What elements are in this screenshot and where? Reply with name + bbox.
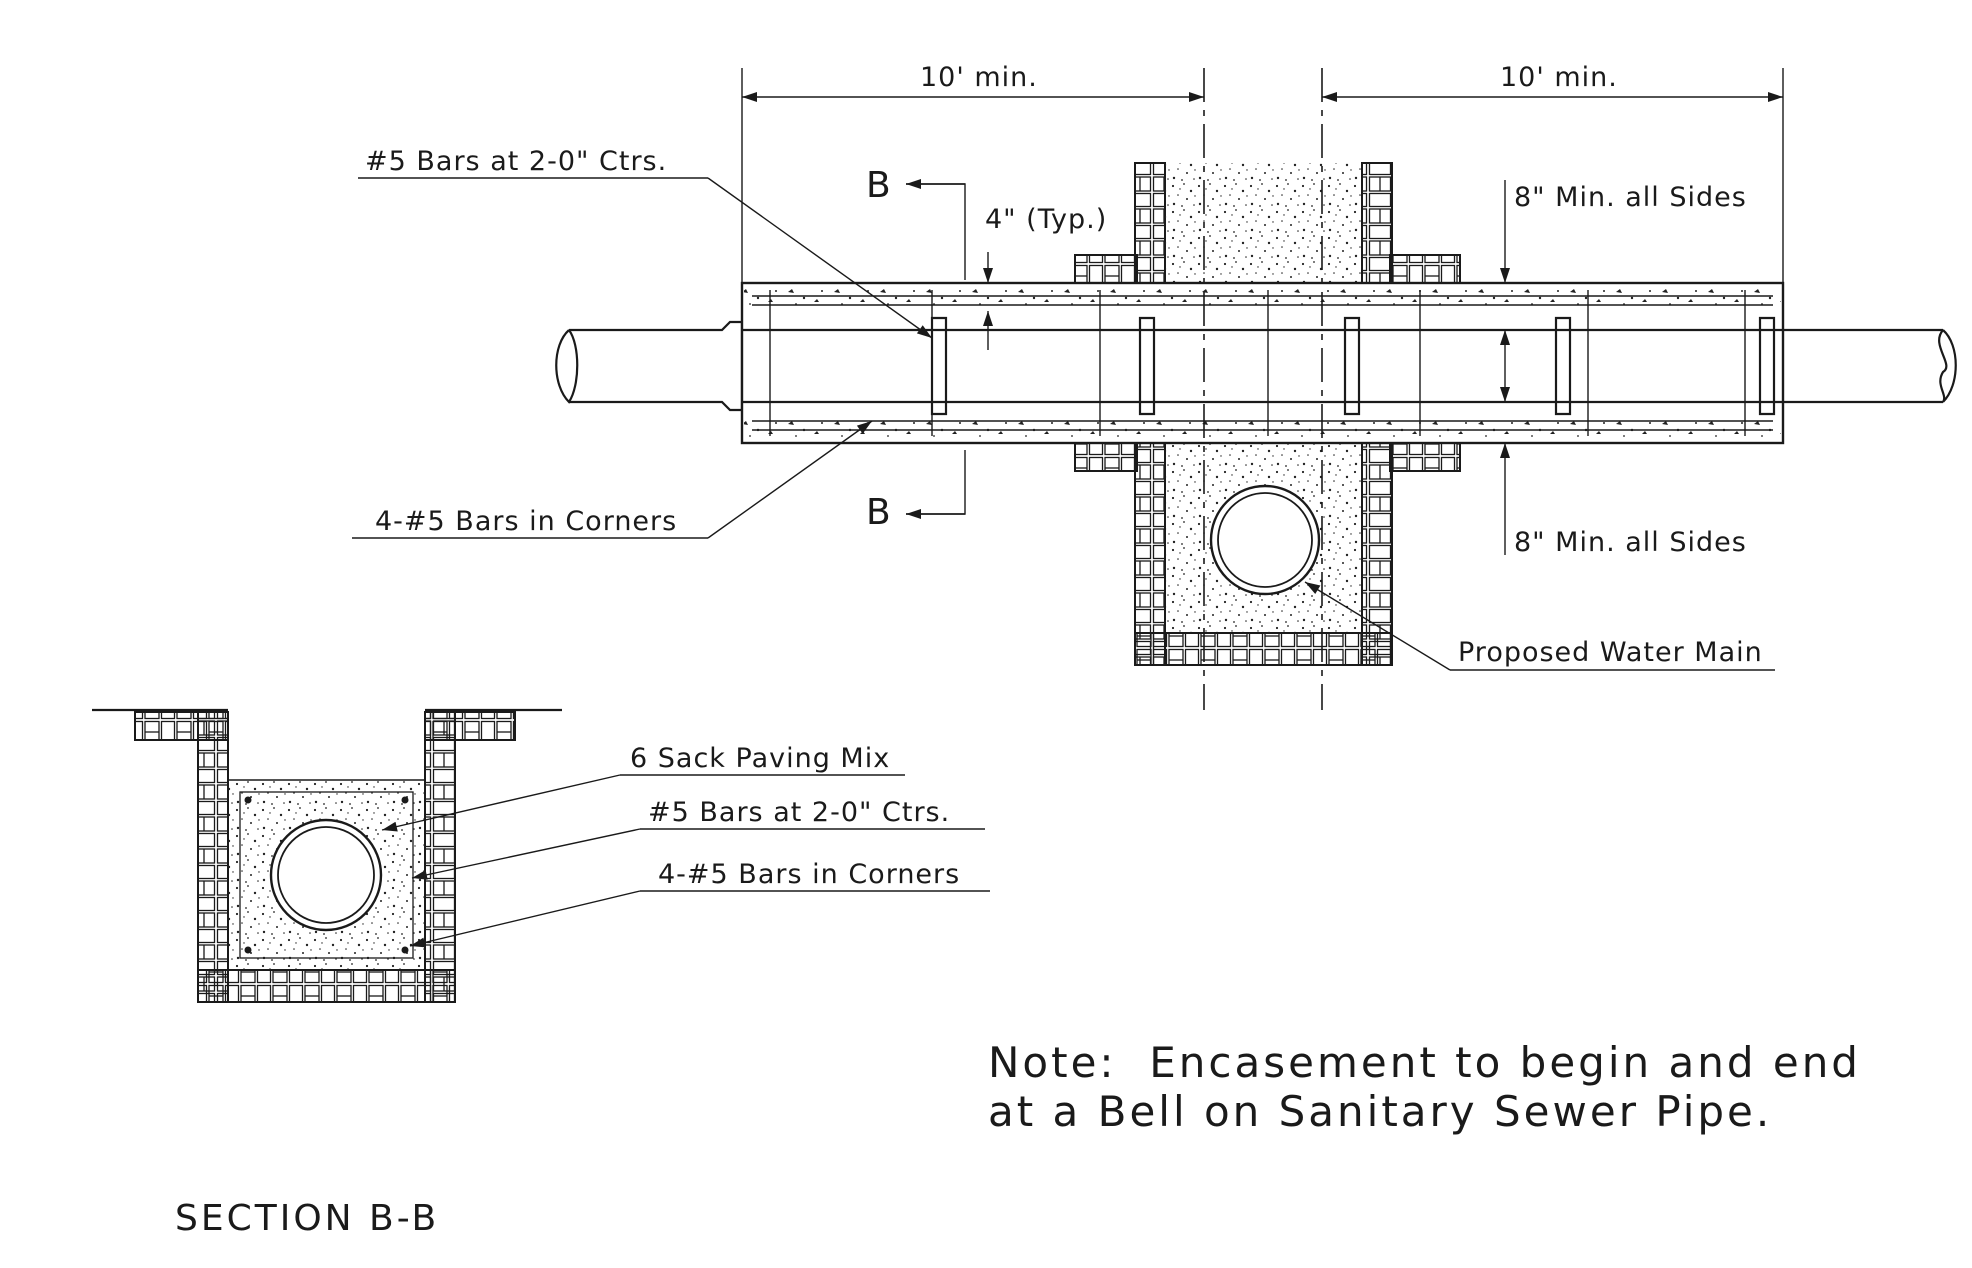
section-cut-line-top bbox=[906, 183, 966, 280]
section-cut-line-bottom bbox=[906, 450, 966, 515]
brick-floor-lower bbox=[1134, 632, 1393, 666]
pipe-bells bbox=[930, 316, 1776, 416]
sewer-pipe-right-stub bbox=[1783, 328, 1943, 404]
min-sides-label-top: 8" Min. all Sides bbox=[1514, 182, 1747, 213]
section-title: SECTION B-B bbox=[175, 1198, 439, 1239]
brick-wall-lower-right bbox=[1361, 442, 1393, 666]
callout-bars-spacing: #5 Bars at 2-0" Ctrs. bbox=[365, 146, 667, 177]
dim-label-left: 10' min. bbox=[920, 62, 1038, 93]
section-brick-wall-right bbox=[424, 711, 456, 1003]
pipe-break-right bbox=[1938, 329, 1957, 403]
typ-cover-label: 4" (Typ.) bbox=[985, 204, 1107, 235]
callout-leader-water-main bbox=[1304, 581, 1451, 671]
pipe-bell bbox=[930, 316, 948, 416]
section-marker-b-bottom: B bbox=[866, 492, 891, 533]
pipe-bell bbox=[1138, 316, 1156, 416]
dim-label-right: 10' min. bbox=[1500, 62, 1618, 93]
water-main-pipe-inner bbox=[1217, 492, 1313, 588]
callout-corner-bars: 4-#5 Bars in Corners bbox=[375, 506, 677, 537]
section-sewer-pipe-inner bbox=[277, 826, 375, 924]
section-callout-corner-bars: 4-#5 Bars in Corners bbox=[658, 859, 960, 890]
brick-ledge-upper-left bbox=[1074, 254, 1138, 284]
min-sides-label-bottom: 8" Min. all Sides bbox=[1514, 527, 1747, 558]
corner-bar bbox=[401, 796, 409, 804]
stirrups bbox=[769, 290, 1746, 436]
section-callout-paving-mix: 6 Sack Paving Mix bbox=[630, 743, 890, 774]
section-b-b: 6 Sack Paving Mix #5 Bars at 2-0" Ctrs. … bbox=[92, 708, 990, 1239]
sewer-pipe-left-stub bbox=[569, 320, 744, 412]
section-corner-bars bbox=[244, 796, 409, 954]
callout-water-main: Proposed Water Main bbox=[1458, 637, 1763, 668]
brick-ledge-upper-right bbox=[1389, 254, 1461, 284]
note-block: Note: Encasement to begin and end at a B… bbox=[988, 1038, 1861, 1136]
callout-leader-corner-bars bbox=[707, 420, 873, 539]
pipe-bell bbox=[1343, 316, 1361, 416]
corner-bar bbox=[401, 946, 409, 954]
pipe-bell bbox=[1554, 316, 1572, 416]
brick-wall-upper-left bbox=[1134, 162, 1166, 284]
callout-leader-bars-spacing bbox=[707, 177, 933, 339]
corner-bar bbox=[244, 946, 252, 954]
section-callout-bars-spacing: #5 Bars at 2-0" Ctrs. bbox=[648, 797, 950, 828]
section-marker-b-top: B bbox=[866, 165, 891, 206]
section-brick-floor bbox=[197, 969, 456, 1003]
section-brick-wall-left bbox=[197, 711, 229, 1003]
note-line-2: at a Bell on Sanitary Sewer Pipe. bbox=[988, 1087, 1772, 1136]
sand-fill-upper bbox=[1165, 163, 1362, 283]
pipe-bell bbox=[1758, 316, 1776, 416]
brick-wall-upper-right bbox=[1361, 162, 1393, 284]
encasement-cover-top bbox=[744, 285, 1781, 311]
corner-bar bbox=[244, 796, 252, 804]
brick-ledge-lower-left bbox=[1074, 442, 1138, 472]
section-leader-paving-mix bbox=[381, 774, 621, 832]
pipe-break-left bbox=[555, 329, 579, 404]
note-line-1: Note: Encasement to begin and end bbox=[988, 1038, 1861, 1087]
plan-view: 10' min. 10' min. bbox=[352, 62, 1957, 710]
encasement-cover-bottom bbox=[744, 415, 1781, 441]
section-leader-corner-bars bbox=[409, 890, 641, 948]
brick-wall-lower-left bbox=[1134, 442, 1166, 666]
section-leader-bars-spacing bbox=[411, 828, 641, 880]
brick-ledge-lower-right bbox=[1389, 442, 1461, 472]
